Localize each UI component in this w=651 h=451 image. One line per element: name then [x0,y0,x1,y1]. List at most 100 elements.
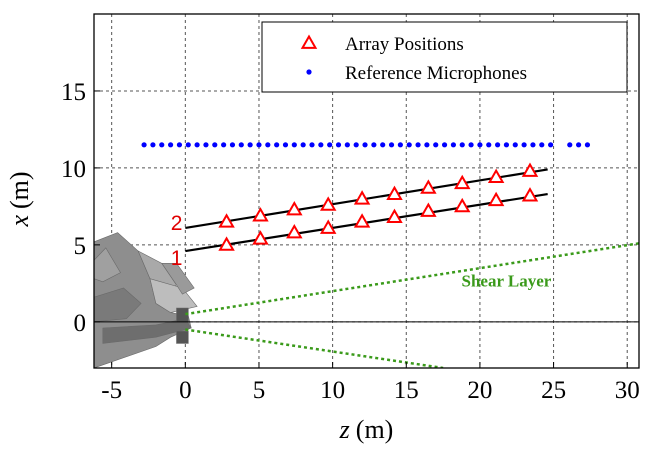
aircraft-model [94,232,198,368]
reference-microphone-point [512,142,518,148]
reference-microphone-point [309,142,315,148]
reference-microphone-point [221,142,227,148]
x-axis-unit: (m) [356,415,394,444]
aircraft-part [161,262,195,295]
reference-microphone-point [185,142,191,148]
shear-layer-label: Shear Layer [461,271,551,290]
reference-microphone-point [459,142,465,148]
array-position-point [286,224,303,239]
axes-frame [93,13,640,369]
array-position-point [454,197,471,213]
x-tick-label: 25 [541,377,566,404]
legend-triangle-marker [300,34,318,49]
reference-microphone-point [176,142,183,148]
array-position-point [252,207,269,222]
reference-microphone-point [256,142,262,148]
reference-microphone-point [539,142,545,148]
array-position-point [420,179,437,194]
reference-microphone-point [584,142,591,148]
legend-label-array-positions: Array Positions [345,34,464,55]
reference-microphone-point [503,142,510,148]
array-position-point [252,230,269,245]
shear-layer-upper-line [185,242,639,316]
x-tick-label: 30 [615,377,640,404]
x-axis-variable: z [339,415,350,444]
reference-microphone-point [548,142,554,148]
y-tick-label: 10 [61,156,86,183]
legend-dot-marker [306,69,312,75]
x-tick-label: 15 [394,377,419,404]
shear-layer-lower-line [185,328,444,368]
reference-microphone-point [159,142,165,148]
x-tick-label: 10 [320,377,345,404]
array-position-point [353,213,371,228]
reference-microphone-point [371,142,377,148]
aircraft-part [94,247,121,283]
array-position-point [386,208,403,224]
reference-microphone-point [567,142,573,148]
reference-microphone-point [150,142,156,148]
reference-microphone-point [494,142,501,148]
reference-microphone-point [450,142,457,148]
reference-microphone-point [291,142,297,148]
x-tick-label: 5 [253,377,266,404]
reference-microphone-point [203,142,209,148]
aircraft-part [102,318,192,344]
legend-box [261,21,628,93]
array-position-point [454,174,471,190]
array-position-point [218,213,235,228]
reference-microphone-point [415,142,421,148]
array-position-point [521,187,539,202]
reference-microphone-point [380,142,386,148]
x-axis-title: z(m) [339,415,394,444]
aircraft-part [176,330,189,344]
reference-microphone-point [265,142,271,148]
x-tick-label: 20 [467,377,492,404]
array-position-point [420,202,437,217]
array-position-point [487,191,505,207]
array-line-label-1: 1 [171,247,183,270]
reference-microphone-point [212,142,218,148]
reference-microphone-point [274,142,280,148]
reference-microphone-point [247,142,253,148]
reference-microphone-point [477,142,483,148]
array-position-point [319,219,337,234]
reference-microphone-point [141,142,147,148]
array-position-point [319,196,337,211]
reference-microphone-point [397,142,403,148]
reference-microphone-point [318,142,324,148]
y-tick-label: 5 [74,233,87,260]
reference-microphone-point [300,142,306,148]
y-tick-label: 15 [61,79,86,106]
reference-microphone-point [167,142,174,148]
reference-microphone-point [353,142,359,148]
reference-microphone-point [521,142,527,148]
array-position-point [487,168,505,184]
plot-markers [141,142,591,251]
array-position-point [521,162,539,177]
reference-microphone-point [229,142,236,148]
reference-microphone-point [362,142,368,148]
reference-microphone-point [282,142,289,148]
reference-microphone-point [238,142,244,148]
array-position-point [286,200,303,216]
reference-microphone-point [424,142,430,148]
aircraft-part [94,287,142,323]
y-axis-unit: (m) [5,171,34,209]
y-axis-variable: x [5,215,34,228]
y-axis-title: x (m) [5,171,34,227]
legend-label-reference-microphones: Reference Microphones [345,63,527,84]
array-position-point [386,185,403,200]
reference-microphone-point [468,142,474,148]
reference-microphone-point [388,142,395,148]
reference-microphone-point [576,142,582,148]
reference-microphone-point [406,142,412,148]
x-tick-label: 0 [179,377,192,404]
reference-microphone-point [530,142,536,148]
reference-microphone-point [194,142,200,148]
reference-microphone-point [335,142,342,148]
